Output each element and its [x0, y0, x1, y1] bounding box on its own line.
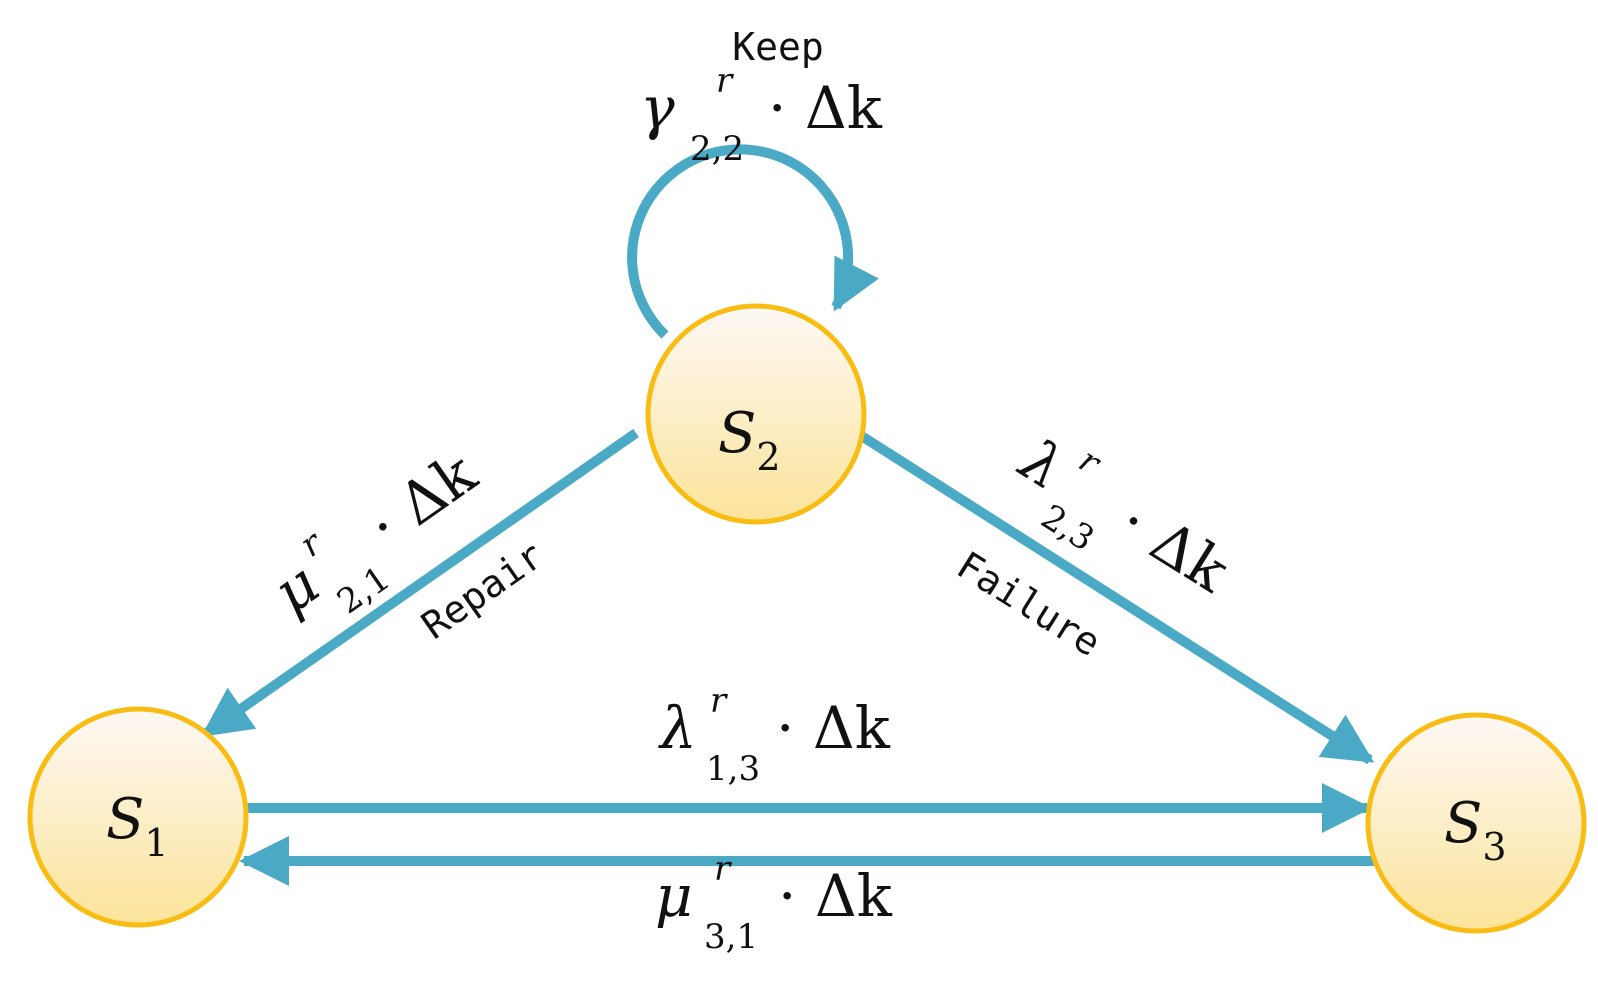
state-s1-circle [27, 706, 249, 928]
state-s3-circle [1365, 712, 1587, 934]
state-node-s1: S1 [27, 706, 249, 928]
failure-arrow [857, 430, 1375, 765]
state-s1-label: S1 [106, 787, 169, 865]
state-node-s2: S2 [645, 303, 867, 525]
state-s3-label: S3 [1444, 791, 1507, 869]
keep-self-loop-arrow [627, 144, 879, 339]
s1-to-s3-rate-label: λ r 1,3 · Δk [658, 658, 891, 794]
s3-to-s1-rate-label: μ r 3,1 · Δk [655, 826, 893, 962]
state-s2-circle [645, 303, 867, 525]
repair-word-label: Repair [414, 533, 552, 648]
keep-rate-label: γ r 2,2 · Δk [640, 38, 883, 174]
repair-arrow [200, 428, 639, 739]
keep-word-label: Keep [732, 25, 824, 69]
state-node-s3: S3 [1365, 712, 1587, 934]
state-s2-label: S2 [718, 401, 781, 479]
